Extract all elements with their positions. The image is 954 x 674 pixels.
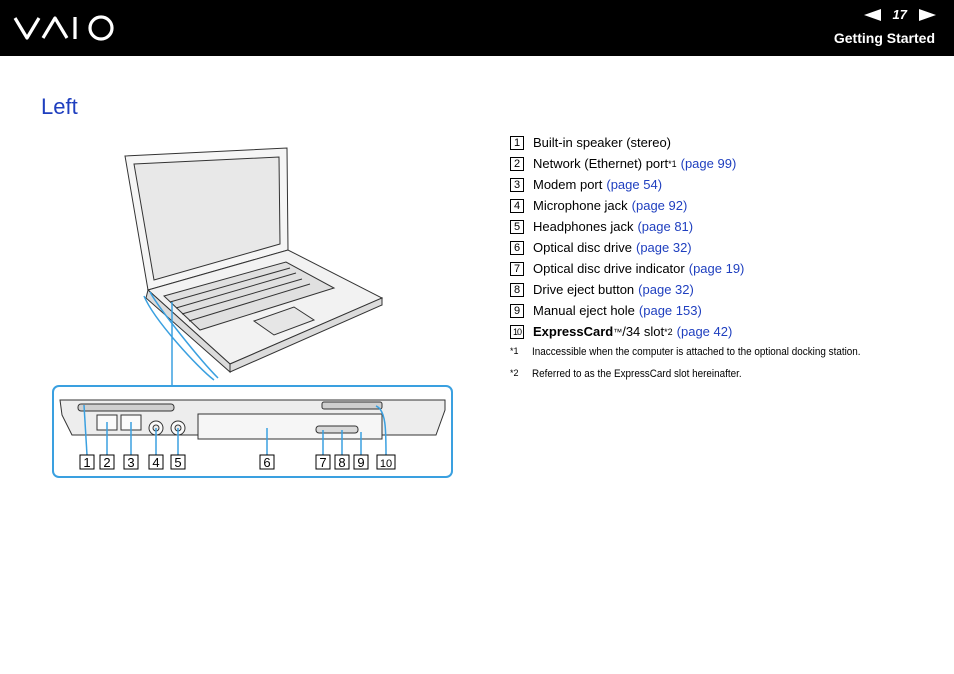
page-link[interactable]: (page 99) xyxy=(680,156,737,171)
next-page-arrow-icon[interactable] xyxy=(919,8,936,21)
figure-label-8: 8 xyxy=(338,455,345,470)
item-number: 3 xyxy=(510,177,524,192)
footnotes: *1 Inaccessible when the computer is att… xyxy=(510,346,940,390)
item-label: Optical disc drive xyxy=(533,240,632,255)
list-item: 7 Optical disc drive indicator (page 19) xyxy=(510,258,940,279)
page-link[interactable]: (page 153) xyxy=(638,303,702,318)
item-number: 4 xyxy=(510,198,524,213)
list-item: 4 Microphone jack (page 92) xyxy=(510,195,940,216)
item-label: Manual eject hole xyxy=(533,303,635,318)
item-label: Built-in speaker (stereo) xyxy=(533,135,671,150)
trademark-mark: ™ xyxy=(613,326,623,337)
item-label: Microphone jack xyxy=(533,198,628,213)
item-label: /34 slot xyxy=(622,324,665,339)
page-link[interactable]: (page 81) xyxy=(637,219,694,234)
page-link[interactable]: (page 32) xyxy=(638,282,694,297)
list-item: 1 Built-in speaker (stereo) xyxy=(510,132,940,153)
list-item: 2 Network (Ethernet) port*1 (page 99) xyxy=(510,153,940,174)
page-link[interactable]: (page 19) xyxy=(688,261,745,276)
laptop-drawing xyxy=(124,147,384,381)
component-list: 1 Built-in speaker (stereo) 2 Network (E… xyxy=(510,132,940,342)
footnote-mark: *2 xyxy=(510,368,519,378)
page-title: Left xyxy=(41,94,78,119)
item-number: 9 xyxy=(510,303,524,318)
list-item: 5 Headphones jack (page 81) xyxy=(510,216,940,237)
page-header: 17 Getting Started xyxy=(0,0,954,56)
figure-label-6: 6 xyxy=(263,455,270,470)
figure-label-1: 1 xyxy=(83,455,90,470)
footnote-text: Inaccessible when the computer is attach… xyxy=(532,346,861,358)
figure-label-3: 3 xyxy=(127,455,134,470)
figure-label-9: 9 xyxy=(357,455,364,470)
item-number: 6 xyxy=(510,240,524,255)
item-label: Modem port xyxy=(533,177,603,192)
item-number: 2 xyxy=(510,156,524,171)
footnote-text: Referred to as the ExpressCard slot here… xyxy=(532,368,742,380)
footnote: *1 Inaccessible when the computer is att… xyxy=(510,346,940,368)
item-number: 5 xyxy=(510,219,524,234)
page-navigation: 17 xyxy=(863,7,936,22)
list-item: 6 Optical disc drive (page 32) xyxy=(510,237,940,258)
footnote: *2 Referred to as the ExpressCard slot h… xyxy=(510,368,940,390)
footnote-ref: *2 xyxy=(664,326,673,337)
figure-number-labels: 1 2 3 4 5 6 7 8 9 10 xyxy=(79,454,396,470)
page-link[interactable]: (page 92) xyxy=(631,198,688,213)
list-item: 9 Manual eject hole (page 153) xyxy=(510,300,940,321)
list-item: 8 Drive eject button (page 32) xyxy=(510,279,940,300)
vaio-logo xyxy=(13,15,114,41)
figure-label-5: 5 xyxy=(174,455,181,470)
figure-label-10: 10 xyxy=(380,458,392,470)
item-number: 8 xyxy=(510,282,524,297)
page-link[interactable]: (page 54) xyxy=(606,177,663,192)
footnote-mark: *1 xyxy=(510,346,519,356)
item-label: Drive eject button xyxy=(533,282,635,297)
item-label: Network (Ethernet) port xyxy=(533,156,669,171)
section-title: Getting Started xyxy=(833,30,935,46)
page-link[interactable]: (page 42) xyxy=(676,324,733,339)
item-label: Headphones jack xyxy=(533,219,634,234)
figure-label-2: 2 xyxy=(103,455,110,470)
page-number: 17 xyxy=(892,7,907,22)
figure-label-7: 7 xyxy=(319,455,326,470)
figure-label-4: 4 xyxy=(152,455,159,470)
laptop-left-side-illustration: 1 2 3 4 5 6 7 8 9 10 xyxy=(52,147,453,478)
footnote-ref: *1 xyxy=(668,158,677,169)
item-label: Optical disc drive indicator xyxy=(533,261,685,276)
list-item: 3 Modem port (page 54) xyxy=(510,174,940,195)
item-label-bold: ExpressCard xyxy=(533,324,614,339)
previous-page-arrow-icon[interactable] xyxy=(863,8,881,21)
item-number: 1 xyxy=(510,135,524,150)
page-link[interactable]: (page 32) xyxy=(635,240,692,255)
item-number: 10 xyxy=(510,324,524,339)
item-number: 7 xyxy=(510,261,524,276)
